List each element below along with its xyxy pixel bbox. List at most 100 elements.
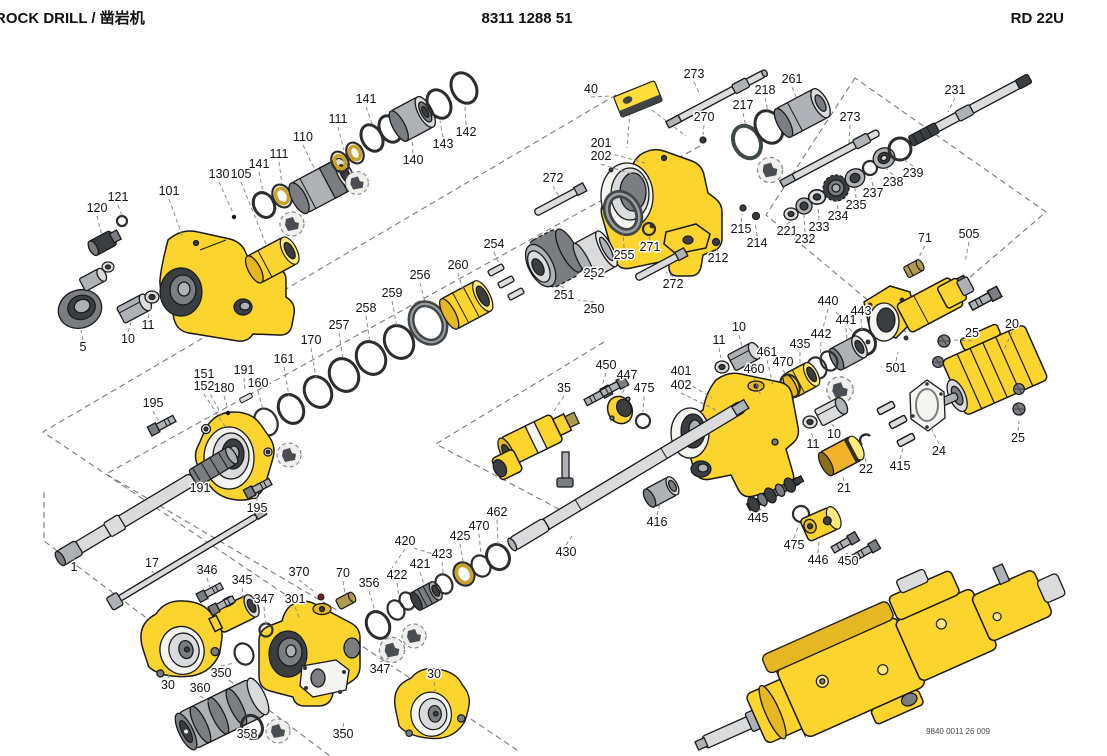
part-label-152: 152	[194, 379, 215, 393]
part-label-191: 191	[190, 481, 211, 495]
leader-line-195	[152, 410, 161, 424]
leader-line-10	[738, 334, 743, 348]
leader-line-143	[439, 120, 444, 138]
leader-line-258	[365, 315, 371, 344]
leader-line-256	[419, 282, 427, 307]
leader-line-350	[220, 662, 235, 667]
part-label-217: 217	[733, 98, 754, 112]
part-label-231: 231	[945, 83, 966, 97]
part-label-11: 11	[713, 333, 726, 347]
leader-line-425	[459, 543, 464, 562]
leader-line-462	[496, 519, 499, 545]
part-11-washer	[802, 415, 818, 429]
part-232-cup	[795, 197, 813, 215]
part-label-260: 260	[448, 258, 469, 272]
part-20-pump	[940, 323, 1048, 415]
part-356-oring	[364, 610, 392, 640]
part-70-plug	[335, 591, 357, 610]
part-label-142: 142	[456, 125, 477, 139]
leader-line-450	[845, 552, 849, 555]
leader-line-111	[337, 126, 345, 151]
leader-line-202	[600, 163, 651, 181]
part-label-235: 235	[846, 198, 867, 212]
leader-line-273	[693, 81, 701, 96]
part-label-5: 5	[80, 340, 87, 354]
part-label-450: 450	[838, 554, 859, 568]
part-11-washer	[144, 290, 160, 304]
leader-line-257	[338, 332, 344, 361]
part-group-intermediate	[133, 542, 511, 751]
model-code: RD 22U	[1011, 10, 1064, 27]
part-301-intermediate-housing	[258, 600, 361, 707]
part-label-195: 195	[143, 396, 164, 410]
part-label-237: 237	[863, 186, 884, 200]
leader-line-271	[648, 236, 651, 241]
drawing-number: 9840 0011 26 009	[926, 727, 990, 736]
part-label-140: 140	[403, 153, 424, 167]
part-label-370: 370	[289, 565, 310, 579]
part-label-272: 272	[663, 277, 684, 291]
part-label-111: 111	[328, 112, 347, 126]
part-label-11: 11	[807, 437, 820, 451]
leader-line-475	[642, 395, 645, 413]
part-25-nut	[937, 334, 951, 348]
part-label-120: 120	[87, 201, 108, 215]
part-260-coupling	[438, 280, 494, 330]
leader-line-215	[740, 213, 743, 223]
part-label-446: 446	[808, 553, 829, 567]
part-label-202: 202	[591, 149, 612, 163]
part-label-415: 415	[890, 459, 911, 473]
part-label-470: 470	[469, 519, 490, 533]
leader-line-237	[870, 177, 874, 187]
leader-line-120	[96, 215, 103, 237]
part-350-oring	[233, 642, 255, 666]
part-label-141: 141	[356, 92, 377, 106]
leader-line-421	[419, 571, 425, 585]
leader-line-110	[302, 144, 315, 169]
part-label-273: 273	[684, 67, 705, 81]
part-217-seal-ring	[731, 123, 763, 161]
part-180-dot	[225, 410, 231, 416]
leader-line-11	[810, 431, 814, 438]
part-254-pins	[486, 262, 526, 302]
part-273-side-bolt	[778, 129, 880, 188]
leader-line-441	[845, 327, 848, 341]
part-label-17: 17	[145, 556, 159, 570]
leader-line-501	[895, 351, 899, 362]
leader-line-20	[1003, 331, 1013, 351]
part-label-101: 101	[159, 184, 180, 198]
leader-line-270	[702, 124, 705, 136]
part-label-35: 35	[557, 381, 571, 395]
part-415-pin	[887, 414, 909, 430]
leader-line-25	[1017, 420, 1020, 432]
assembled-rock-drill	[694, 563, 1066, 751]
part-label-214: 214	[747, 236, 768, 250]
part-label-347: 347	[370, 662, 391, 676]
part-label-251: 251	[554, 288, 575, 302]
part-label-505: 505	[959, 227, 980, 241]
part-25-nut	[1012, 402, 1026, 416]
leader-line-130	[218, 181, 234, 214]
grease-pad-icon	[756, 156, 784, 184]
part-label-350: 350	[333, 727, 354, 741]
part-40-label-sticker	[613, 80, 663, 118]
part-group-front-head	[57, 71, 479, 342]
part-214-screw	[751, 211, 761, 221]
part-group-backhead	[507, 259, 1048, 563]
part-435-valve-cap	[782, 361, 821, 398]
leader-line-470	[478, 533, 482, 555]
part-25-nut	[932, 356, 944, 368]
part-462-oring	[485, 542, 511, 572]
part-161-ring	[276, 393, 306, 425]
part-label-105: 105	[231, 167, 252, 181]
leader-line-415	[899, 447, 904, 460]
part-21-accumulator	[817, 435, 865, 477]
part-label-440: 440	[818, 294, 839, 308]
part-415-pin	[895, 432, 917, 448]
part-label-460: 460	[744, 362, 765, 376]
leader-line-475	[793, 523, 800, 539]
part-label-254: 254	[484, 237, 505, 251]
leader-line-231	[947, 97, 956, 113]
grease-pad-icon	[378, 636, 406, 664]
leader-line-11	[147, 306, 152, 319]
